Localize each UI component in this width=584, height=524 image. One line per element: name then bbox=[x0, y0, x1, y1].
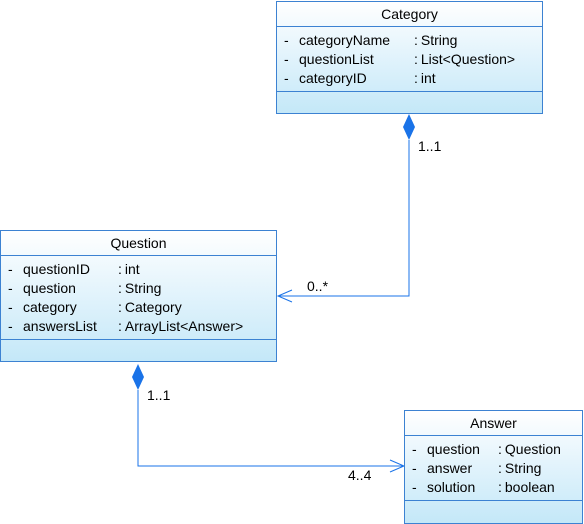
separator: : bbox=[118, 280, 122, 296]
question-answer-link bbox=[137, 390, 404, 467]
attribute-row: - questionID : int bbox=[1, 260, 276, 279]
class-name: Answer bbox=[405, 411, 582, 436]
separator: : bbox=[118, 318, 122, 334]
mult-answer-side: 4..4 bbox=[348, 467, 372, 483]
attribute-name: question bbox=[427, 441, 480, 457]
attribute-name: solution bbox=[427, 479, 476, 495]
class-name: Question bbox=[1, 231, 276, 256]
attribute-row: - answer : String bbox=[405, 459, 582, 478]
attribute-name: question bbox=[23, 280, 76, 296]
visibility: - bbox=[8, 318, 13, 334]
attribute-type: int bbox=[420, 70, 436, 86]
attribute-type: ArrayList<Answer> bbox=[124, 318, 244, 334]
attribute-type: boolean bbox=[504, 479, 555, 495]
attribute-compartment: - categoryName : String - questionList :… bbox=[277, 27, 542, 92]
visibility: - bbox=[412, 479, 417, 495]
visibility: - bbox=[284, 70, 289, 86]
visibility: - bbox=[8, 261, 13, 277]
separator: : bbox=[118, 299, 122, 315]
class-name: Category bbox=[277, 2, 542, 27]
attribute-row: - question : Question bbox=[405, 440, 582, 459]
composition-diamond-category bbox=[403, 114, 415, 140]
separator: : bbox=[414, 70, 418, 86]
separator: : bbox=[414, 32, 418, 48]
attribute-row: - answersList : ArrayList<Answer> bbox=[1, 317, 276, 336]
attribute-type: String bbox=[504, 460, 542, 476]
attribute-row: - category : Category bbox=[1, 298, 276, 317]
visibility: - bbox=[412, 441, 417, 457]
composition-diamond-question bbox=[132, 364, 144, 390]
attribute-row: - solution : boolean bbox=[405, 478, 582, 497]
attribute-type: String bbox=[420, 32, 458, 48]
attribute-compartment: - questionID : int - question : String -… bbox=[1, 256, 276, 340]
separator: : bbox=[414, 51, 418, 67]
visibility: - bbox=[8, 280, 13, 296]
attribute-type: Question bbox=[504, 441, 561, 457]
attribute-name: questionID bbox=[23, 261, 90, 277]
attribute-row: - categoryID : int bbox=[277, 69, 542, 88]
navigability-arrow-question bbox=[276, 289, 293, 303]
attribute-type: int bbox=[124, 261, 140, 277]
separator: : bbox=[498, 441, 502, 457]
attribute-name: answersList bbox=[23, 318, 97, 334]
attribute-row: - question : String bbox=[1, 279, 276, 298]
category-question-link bbox=[279, 140, 410, 297]
visibility: - bbox=[284, 32, 289, 48]
visibility: - bbox=[8, 299, 13, 315]
visibility: - bbox=[284, 51, 289, 67]
class-question[interactable]: Question - questionID : int - question :… bbox=[0, 230, 277, 362]
separator: : bbox=[498, 460, 502, 476]
attribute-type: String bbox=[124, 280, 162, 296]
attribute-row: - questionList : List<Question> bbox=[277, 50, 542, 69]
class-category[interactable]: Category - categoryName : String - quest… bbox=[276, 1, 543, 114]
separator: : bbox=[118, 261, 122, 277]
attribute-name: categoryName bbox=[299, 32, 391, 48]
attribute-name: category bbox=[23, 299, 77, 315]
separator: : bbox=[498, 479, 502, 495]
attribute-name: answer bbox=[427, 460, 473, 476]
mult-category-side: 1..1 bbox=[418, 138, 442, 154]
attribute-name: categoryID bbox=[299, 70, 367, 86]
attribute-type: List<Question> bbox=[420, 51, 516, 67]
attribute-type: Category bbox=[124, 299, 182, 315]
mult-question-owner: 1..1 bbox=[147, 387, 171, 403]
attribute-compartment: - question : Question - answer : String … bbox=[405, 436, 582, 501]
visibility: - bbox=[412, 460, 417, 476]
attribute-row: - categoryName : String bbox=[277, 31, 542, 50]
attribute-name: questionList bbox=[299, 51, 374, 67]
class-answer[interactable]: Answer - question : Question - answer : … bbox=[404, 410, 583, 524]
mult-question-side: 0..* bbox=[307, 278, 329, 294]
